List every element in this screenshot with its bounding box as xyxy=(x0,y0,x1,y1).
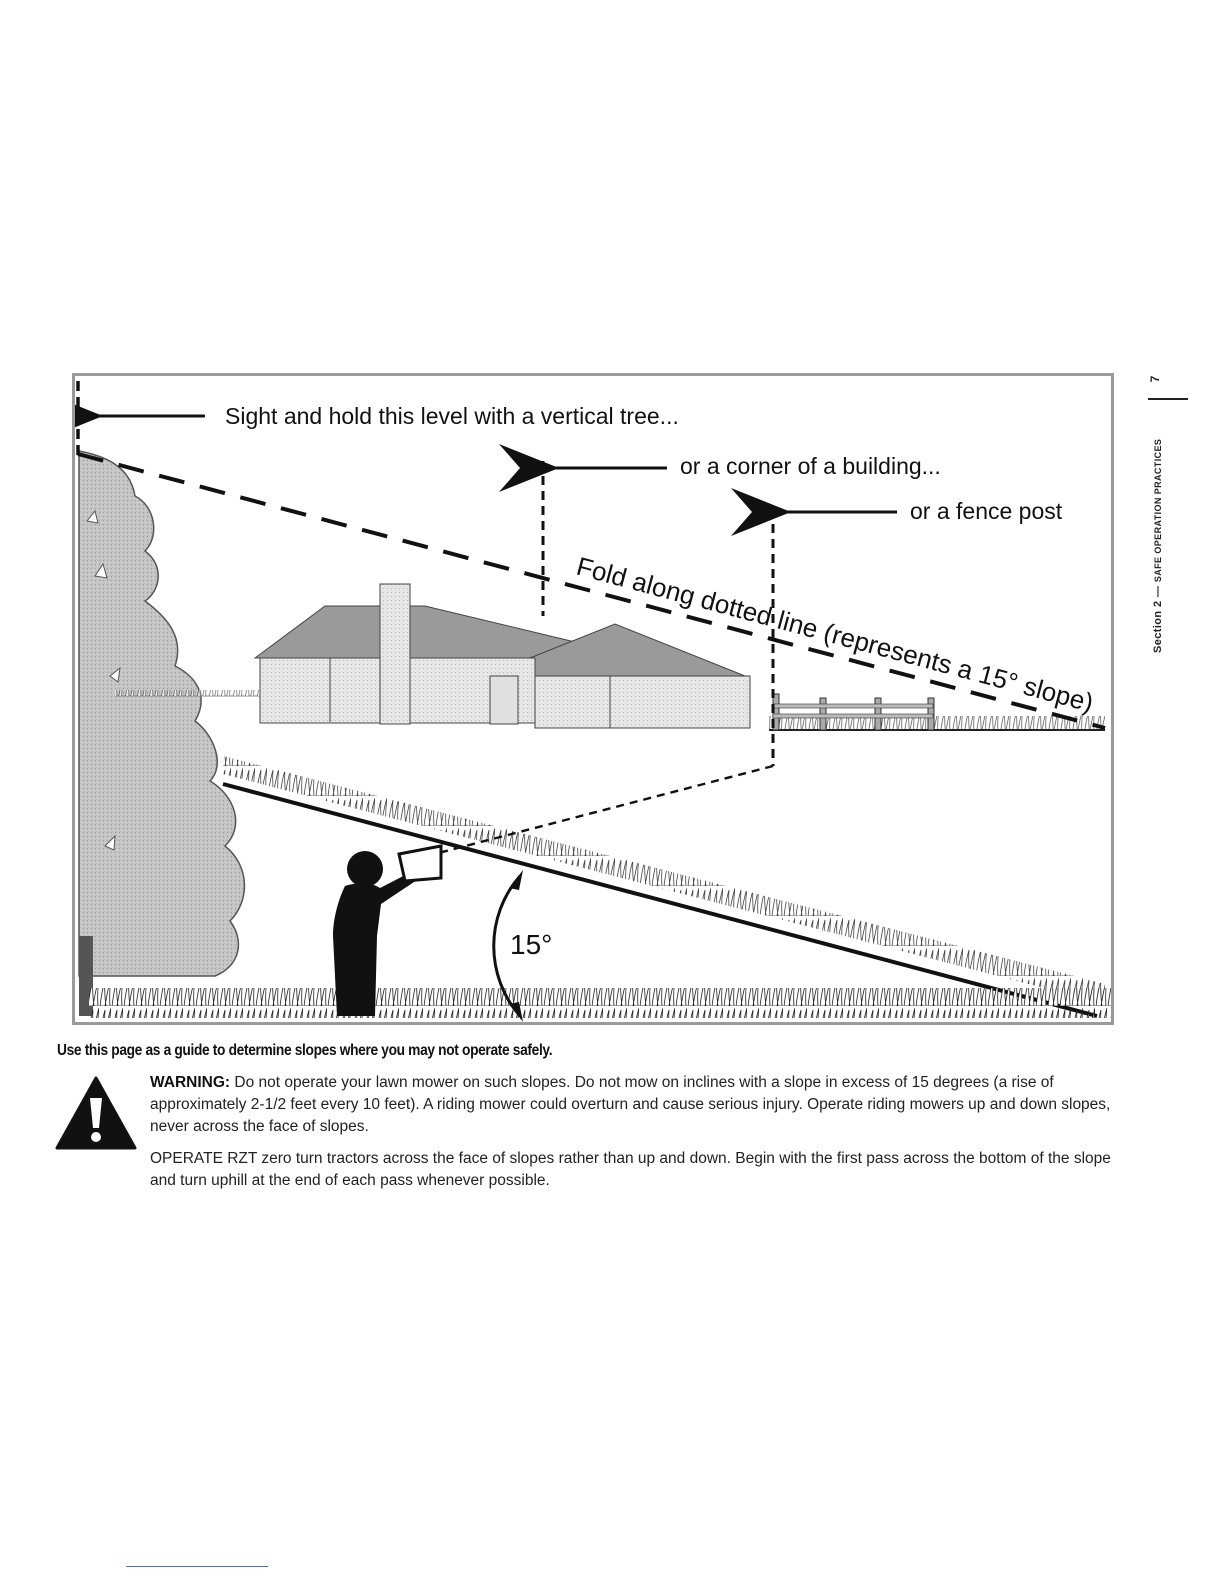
page-number: 7 xyxy=(1148,369,1162,389)
section-number: Section 2 xyxy=(1152,600,1164,653)
slope-guide-figure: Sight and hold this level with a vertica… xyxy=(72,373,1114,1025)
building-label: or a corner of a building... xyxy=(680,453,941,479)
section-label: Section 2 — Safe Operation Practices xyxy=(1152,439,1164,653)
tree-label: Sight and hold this level with a vertica… xyxy=(225,403,679,429)
angle-label: 15° xyxy=(510,929,552,960)
footer-rule xyxy=(126,1566,268,1567)
section-title: Safe Operation Practices xyxy=(1153,439,1163,582)
warning-label: WARNING: xyxy=(150,1074,230,1091)
warning-text: Do not operate your lawn mower on such s… xyxy=(150,1074,1110,1135)
guide-heading: Use this page as a guide to determine sl… xyxy=(57,1042,552,1060)
operate-paragraph: OPERATE RZT zero turn tractors across th… xyxy=(150,1148,1135,1192)
tree-illustration xyxy=(79,451,244,1016)
warning-triangle-icon xyxy=(55,1076,137,1150)
warning-paragraph: WARNING: Do not operate your lawn mower … xyxy=(150,1072,1135,1138)
fence-label: or a fence post xyxy=(910,498,1063,524)
page-number-rule xyxy=(1148,398,1188,400)
section-separator: — xyxy=(1152,586,1164,597)
